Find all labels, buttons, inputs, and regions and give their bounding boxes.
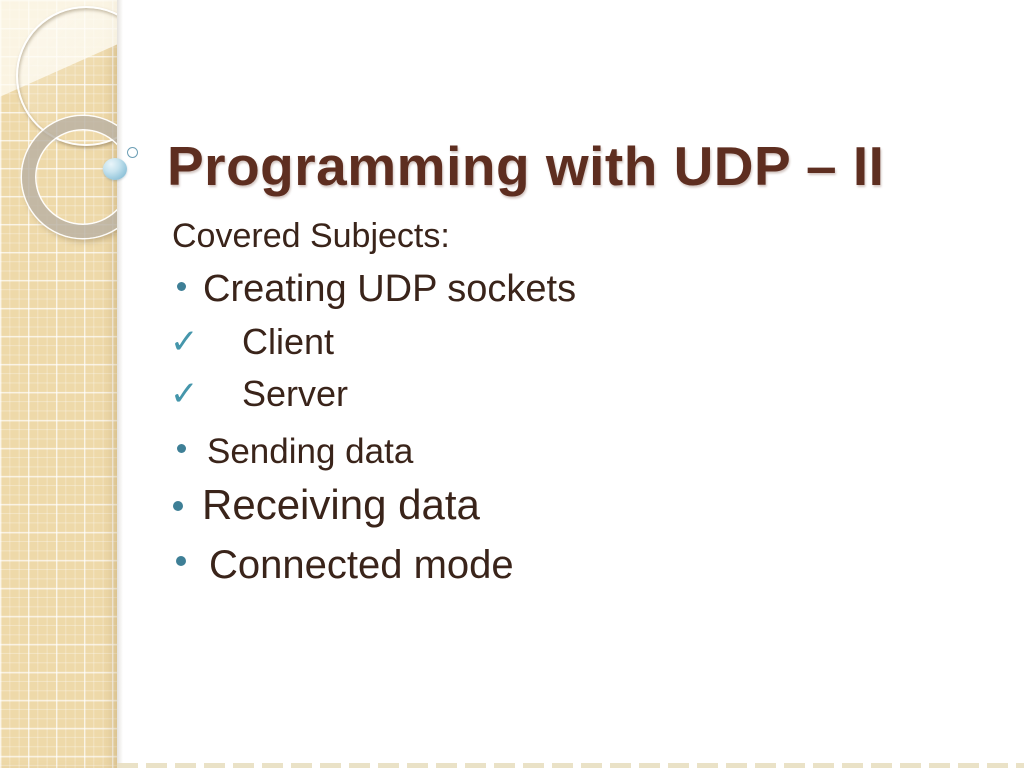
bullet-dot-icon: [177, 282, 186, 291]
sidebar-decoration: [0, 0, 117, 768]
intro-text: Covered Subjects:: [172, 217, 450, 255]
bullet-text-receiving-data: Receiving data: [202, 481, 480, 528]
bullet-dot-icon: [176, 556, 186, 566]
bullet-text-sending-data: Sending data: [207, 432, 414, 471]
bottom-grid-strip: [117, 763, 1024, 768]
bullet-text-server: Server: [242, 373, 349, 414]
glass-sphere-decoration: [103, 158, 127, 180]
slide-title: Programming with UDP – II: [167, 135, 885, 197]
bullet-dot-icon: [177, 444, 186, 453]
bullet-text-creating-udp-sockets: Creating UDP sockets: [203, 268, 577, 310]
check-icon: ✓: [170, 322, 199, 362]
bullet-text-connected-mode: Connected mode: [209, 543, 514, 587]
ring-decoration: [22, 116, 117, 238]
sidebar-edge-shadow: [117, 0, 123, 768]
bullet-text-client: Client: [242, 321, 335, 362]
small-ring-decoration: [127, 147, 138, 158]
bullet-dot-icon: [173, 501, 183, 511]
check-icon: ✓: [170, 374, 199, 414]
